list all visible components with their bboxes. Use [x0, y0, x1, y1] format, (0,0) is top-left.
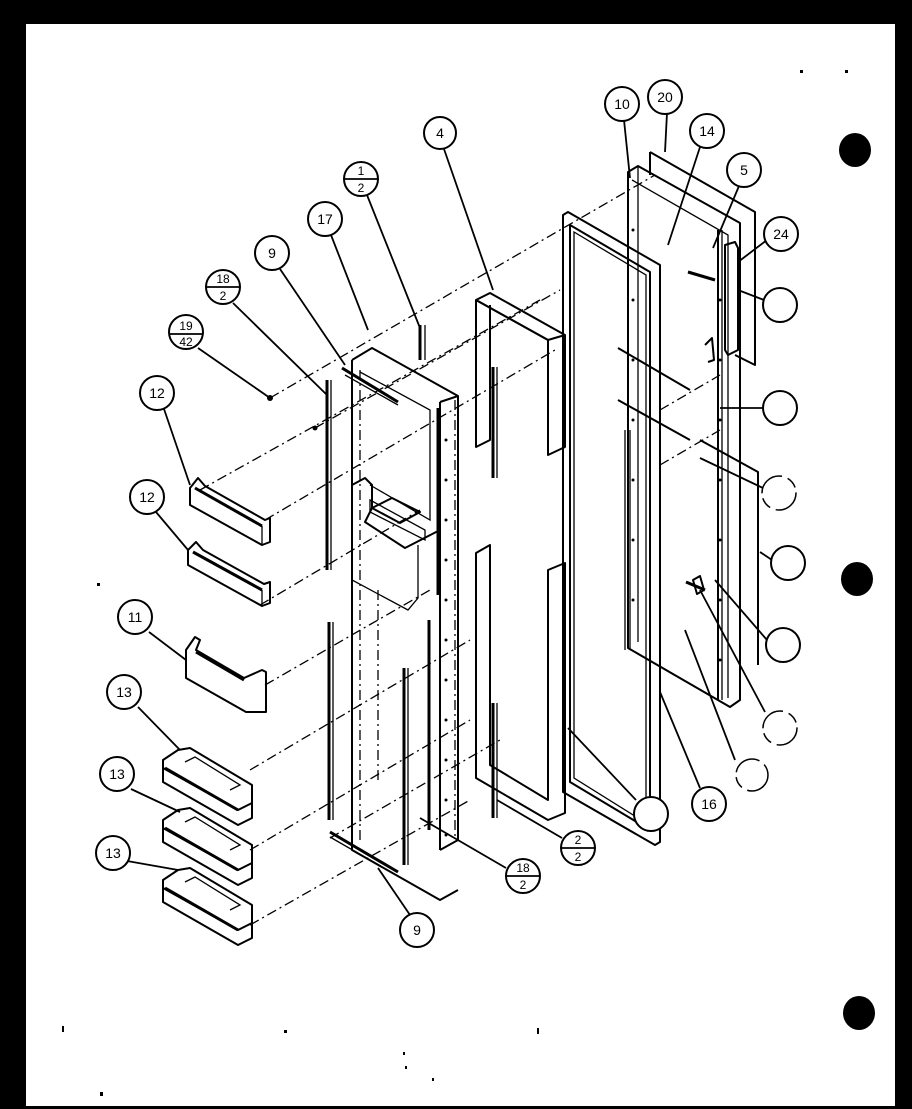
svg-text:1: 1 [358, 164, 365, 178]
callout-10: 10 [604, 86, 640, 122]
svg-text:18: 18 [516, 861, 530, 875]
inner-door-liner [325, 325, 459, 901]
callout-illegible-4 [770, 545, 806, 581]
callout-5: 5 [726, 152, 762, 188]
callout-12-lower: 12 [129, 479, 165, 515]
svg-text:12: 12 [149, 385, 165, 401]
screw [312, 425, 318, 431]
callout-18-over-2-bottom: 18 2 [505, 858, 541, 894]
svg-text:2: 2 [220, 289, 227, 303]
callout-9-top: 9 [254, 235, 290, 271]
callout-illegible-1 [762, 287, 798, 323]
svg-text:2: 2 [520, 878, 527, 892]
registration-dot-middle [841, 562, 873, 596]
alignment-lines [199, 174, 721, 926]
svg-text:16: 16 [701, 796, 717, 812]
svg-text:13: 13 [109, 766, 125, 782]
svg-text:9: 9 [268, 245, 276, 261]
scan-specks [62, 70, 848, 1096]
registration-marks [839, 133, 875, 1030]
svg-text:11: 11 [128, 609, 143, 625]
callout-4: 4 [423, 116, 457, 150]
callout-13-bottom: 13 [95, 835, 131, 871]
drawing-sheet [26, 24, 895, 1106]
svg-text:13: 13 [116, 684, 132, 700]
door-gasket [562, 211, 661, 846]
svg-text:13: 13 [105, 845, 121, 861]
callout-illegible-3 [761, 475, 797, 511]
shelf-11-dairy-door [185, 636, 267, 713]
callout-14: 14 [689, 113, 725, 149]
shelf-12-lower [187, 541, 271, 607]
callout-18-over-2-top: 18 2 [205, 269, 241, 305]
svg-text:4: 4 [436, 125, 444, 141]
callout-2-over-2: 2 2 [560, 830, 596, 866]
leader-lines [126, 112, 773, 916]
svg-text:10: 10 [614, 96, 630, 112]
bin-13-top [162, 747, 253, 826]
svg-text:20: 20 [657, 89, 673, 105]
callout-9-bottom: 9 [399, 912, 435, 948]
svg-text:2: 2 [575, 833, 582, 847]
svg-text:2: 2 [575, 850, 582, 864]
svg-text:18: 18 [216, 272, 230, 286]
svg-text:42: 42 [179, 335, 193, 349]
callout-illegible-5 [765, 627, 801, 663]
bin-13-bottom [162, 867, 253, 946]
registration-dot-top [839, 133, 871, 167]
shelf-12-upper [189, 477, 271, 546]
callout-11: 11 [117, 599, 153, 635]
registration-dot-bottom [843, 996, 875, 1030]
callout-illegible-6 [762, 710, 798, 746]
svg-text:14: 14 [699, 123, 715, 139]
callout-19-over-42: 19 42 [168, 314, 204, 350]
callout-12-upper: 12 [139, 375, 175, 411]
svg-text:12: 12 [139, 489, 155, 505]
door-frame-part-4 [475, 292, 566, 821]
callout-16: 16 [691, 786, 727, 822]
callout-13-middle: 13 [99, 756, 135, 792]
callout-24: 24 [763, 216, 799, 252]
bin-13-middle [162, 807, 253, 886]
callout-13-top: 13 [106, 674, 142, 710]
svg-text:19: 19 [179, 319, 193, 333]
callout-20: 20 [647, 79, 683, 115]
callout-illegible-2 [762, 390, 798, 426]
svg-text:9: 9 [413, 922, 421, 938]
svg-text:2: 2 [358, 181, 365, 195]
callout-1-over-2: 1 2 [343, 161, 379, 197]
callout-17: 17 [307, 201, 343, 237]
svg-text:5: 5 [740, 162, 748, 178]
outer-door-panel [617, 151, 759, 708]
callout-illegible-8 [633, 796, 669, 832]
svg-text:17: 17 [317, 211, 333, 227]
callout-illegible-7 [735, 758, 769, 792]
svg-text:24: 24 [773, 226, 789, 242]
